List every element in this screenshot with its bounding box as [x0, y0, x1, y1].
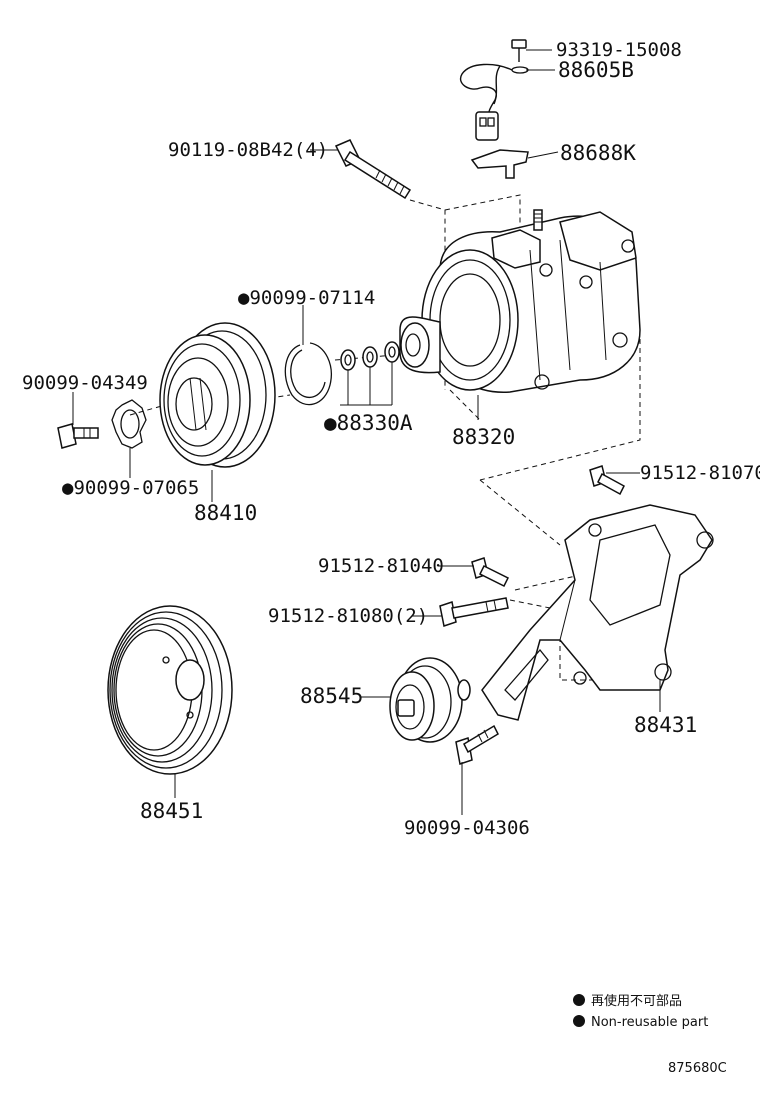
- label-90119-08B42: 90119-08B42(4): [168, 139, 328, 161]
- bolt-91512-81040: [471, 557, 510, 588]
- legend-jp: 再使用不可部品: [591, 993, 682, 1009]
- idler-pulley-88545: [389, 657, 471, 743]
- label-88545: 88545: [300, 684, 363, 708]
- label-90099-07114: ●90099-07114: [238, 287, 375, 309]
- bolt-90099-04306: [455, 724, 499, 765]
- label-91512-81070: 91512-81070: [640, 462, 760, 484]
- label-90099-04306: 90099-04306: [404, 817, 530, 839]
- magnetic-clutch-88410: [159, 322, 276, 468]
- label-90099-04349: 90099-04349: [22, 372, 148, 394]
- bolt-91512-81070: [589, 465, 625, 496]
- bolt-91512-81080: [439, 597, 509, 627]
- bolt-90099-04349: [57, 423, 99, 449]
- compressor-88320: [399, 209, 641, 393]
- legend-bullet-icon: [573, 1015, 585, 1027]
- label-88320: 88320: [452, 425, 515, 449]
- label-88330A: ●88330A: [324, 411, 413, 435]
- bracket-88431: [481, 504, 714, 721]
- label-88451: 88451: [140, 799, 203, 823]
- label-88688K: 88688K: [560, 141, 636, 165]
- legend: 再使用不可部品 Non-reusable part: [573, 993, 708, 1030]
- wire-harness-88605B: [459, 39, 529, 141]
- clamp-bracket-88688K: [470, 149, 529, 179]
- label-88431: 88431: [634, 713, 697, 737]
- legend-en: Non-reusable part: [591, 1015, 708, 1030]
- label-91512-81040: 91512-81040: [318, 555, 444, 577]
- snap-ring-90099-07114: [284, 342, 332, 406]
- label-91512-81080: 91512-81080(2): [268, 605, 428, 627]
- crank-pulley-88451: [107, 605, 233, 775]
- leader-lines: [72, 49, 661, 815]
- label-88410: 88410: [194, 501, 257, 525]
- diagram-code: 875680C: [668, 1061, 727, 1076]
- label-93319-15008: 93319-15008: [556, 39, 682, 61]
- bolt-90119: [334, 139, 412, 200]
- legend-bullet-icon: [573, 994, 585, 1006]
- label-88605B: 88605B: [558, 58, 634, 82]
- label-90099-07065: ●90099-07065: [62, 477, 199, 499]
- lock-washer-90099-07065: [111, 399, 147, 449]
- shims-88330A: [340, 341, 400, 371]
